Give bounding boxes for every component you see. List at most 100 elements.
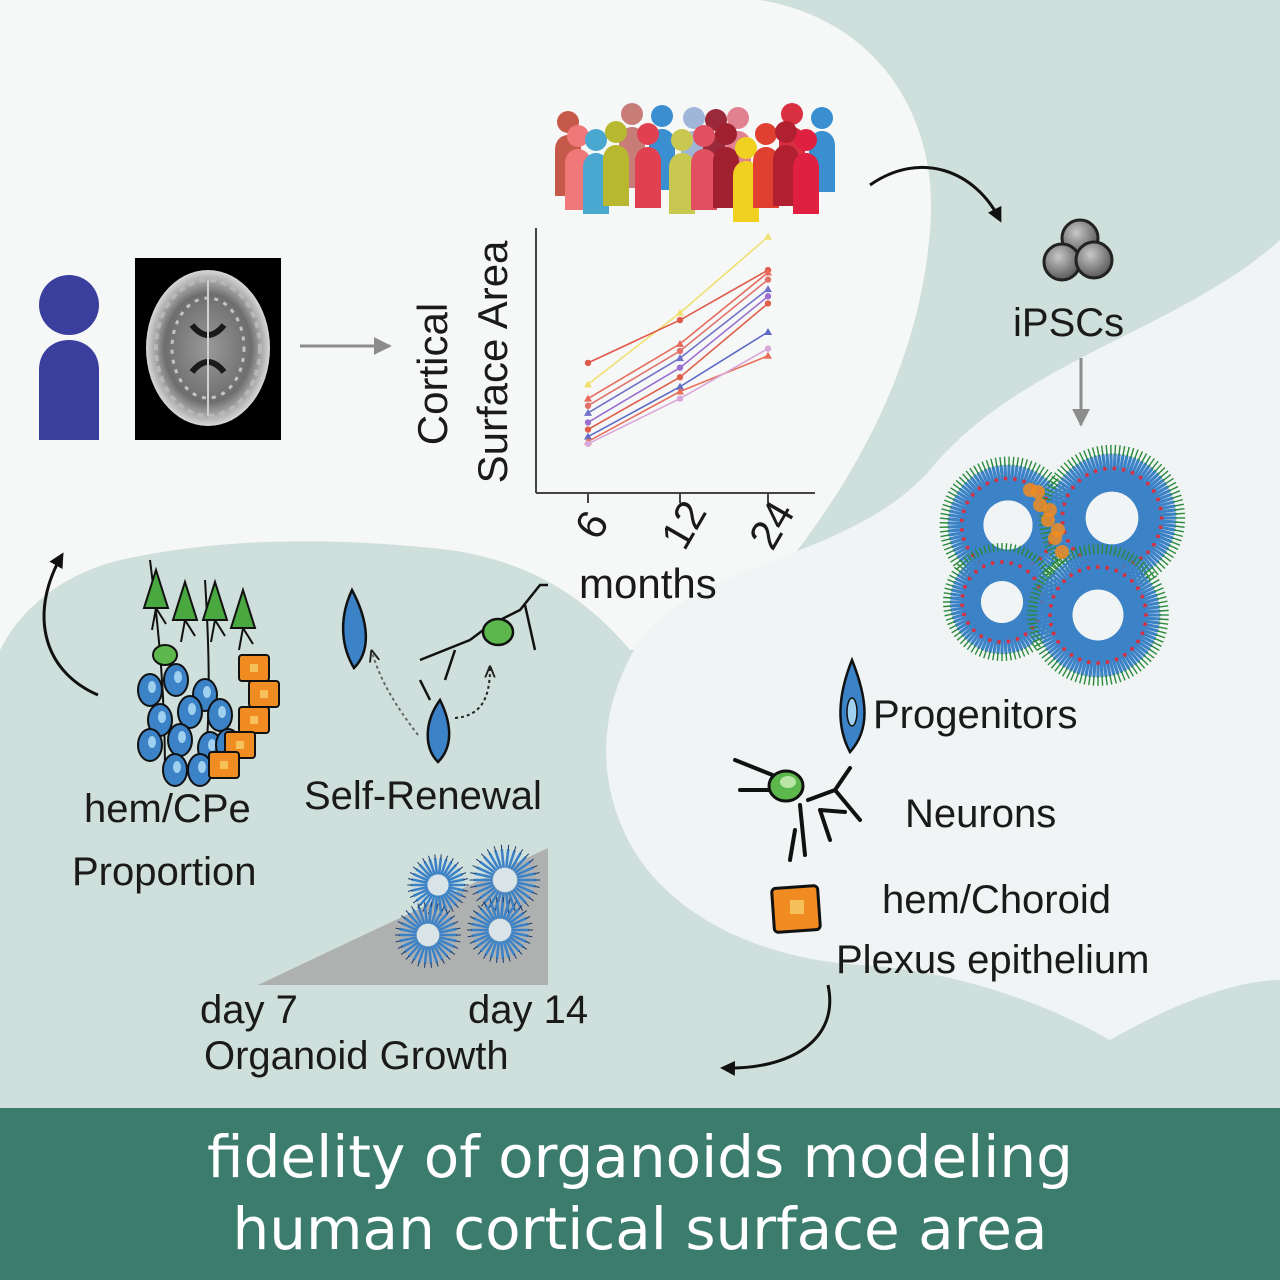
- crowd-person: [583, 129, 609, 214]
- mri-brain-scan-icon: [135, 258, 281, 440]
- right-white-panel: [606, 240, 1280, 1040]
- cell-column-icon: [137, 559, 280, 787]
- data-point: [584, 394, 592, 402]
- column-progenitor: [162, 753, 188, 787]
- data-point: [676, 339, 684, 347]
- data-point: [764, 300, 772, 307]
- column-progenitor: [137, 673, 163, 707]
- organoid-growth-label: Organoid Growth: [204, 1034, 509, 1078]
- column-cpe: [208, 751, 240, 779]
- growth-rosette: [394, 902, 462, 968]
- cpe-cell-icon: [770, 884, 822, 934]
- column-cpe: [248, 680, 280, 708]
- proportion-label: Proportion: [72, 850, 257, 894]
- chart-ylabel-line1: Cortical: [409, 302, 456, 446]
- crowd-person: [669, 129, 695, 214]
- chart-ylabel-line2: Surface Area: [469, 240, 516, 484]
- hem-choroid-label: hem/Choroid: [882, 878, 1112, 922]
- data-series-3: [584, 268, 772, 402]
- data-point: [584, 380, 592, 388]
- data-point: [676, 308, 684, 316]
- cells-to-growth-arrow: [720, 984, 832, 1076]
- day7-label: day 7: [200, 988, 298, 1032]
- column-neuron: [229, 586, 257, 651]
- column-progenitor: [207, 698, 233, 732]
- data-series-4: [584, 276, 772, 409]
- data-point: [764, 276, 772, 283]
- neurons-label: Neurons: [905, 792, 1057, 836]
- data-point: [676, 395, 684, 402]
- data-point: [764, 345, 772, 352]
- self-renewal-icon: [341, 583, 548, 764]
- proportion-to-mri-arrow: [42, 552, 99, 697]
- data-series-10: [584, 345, 772, 448]
- column-neuron: [201, 578, 229, 643]
- day14-label: day 14: [468, 988, 589, 1032]
- crowd-person: [753, 123, 779, 208]
- column-progenitor: [147, 703, 173, 737]
- column-cpe: [238, 706, 270, 734]
- data-series-6: [584, 293, 772, 426]
- progenitors-label: Progenitors: [873, 693, 1078, 737]
- data-point: [584, 359, 592, 367]
- column-progenitor: [167, 723, 193, 757]
- crowd-person: [793, 129, 819, 214]
- cortical-surface-chart: [535, 228, 815, 503]
- organoid-rosette: [1027, 544, 1169, 686]
- crowd-to-ipsc-arrow: [869, 165, 1002, 223]
- data-point: [676, 354, 684, 362]
- data-series-5: [584, 285, 772, 416]
- data-point: [584, 408, 592, 416]
- data-point: [676, 347, 684, 355]
- crowd-person: [691, 125, 717, 210]
- column-neuron: [142, 566, 170, 631]
- data-series-7: [584, 300, 772, 433]
- neuron-icon: [733, 758, 862, 862]
- growth-rosette: [466, 897, 534, 963]
- data-point: [764, 327, 772, 335]
- organoid-icon: [939, 444, 1186, 686]
- crowd-person: [603, 121, 629, 206]
- progenitor-cell-icon: [839, 656, 866, 755]
- column-neuron: [171, 578, 199, 643]
- title-banner: fidelity of organoids modeling human cor…: [0, 1108, 1280, 1280]
- growth-rosette: [407, 854, 469, 916]
- data-point: [584, 426, 592, 433]
- data-point: [584, 440, 592, 448]
- plexus-epithelium-label: Plexus epithelium: [836, 938, 1150, 982]
- column-progenitor: [163, 663, 189, 697]
- data-point: [676, 387, 684, 395]
- data-point: [584, 402, 592, 409]
- data-point: [584, 432, 592, 440]
- data-point: [764, 232, 772, 240]
- column-progenitor: [177, 695, 203, 729]
- crowd-person: [733, 137, 759, 222]
- column-progenitor: [137, 728, 163, 762]
- column-neuron: [152, 644, 178, 666]
- data-series-8: [584, 327, 772, 440]
- person-icon: [39, 275, 99, 440]
- data-point: [676, 373, 684, 381]
- data-point: [676, 316, 684, 324]
- data-point: [584, 419, 592, 426]
- data-point: [764, 285, 772, 293]
- growth-wedge-icon: [258, 844, 548, 985]
- data-point: [764, 268, 772, 276]
- crowd-person: [635, 123, 661, 208]
- data-series-1: [584, 232, 772, 388]
- data-point: [676, 382, 684, 390]
- self-renewal-label: Self-Renewal: [304, 774, 542, 818]
- column-cpe: [238, 654, 270, 682]
- banner-line-1: fidelity of organoids modeling: [207, 1123, 1073, 1191]
- organoid-cpe-band: [1023, 483, 1069, 559]
- ipsc-cluster-icon: [1042, 218, 1114, 282]
- ipscs-label: iPSCs: [1013, 301, 1125, 345]
- crowd-icon: [555, 103, 835, 222]
- data-point: [764, 351, 772, 359]
- hem-cpe-label: hem/CPe: [84, 787, 251, 831]
- crowd-person: [713, 123, 739, 208]
- data-point: [764, 293, 772, 300]
- data-point: [676, 364, 684, 371]
